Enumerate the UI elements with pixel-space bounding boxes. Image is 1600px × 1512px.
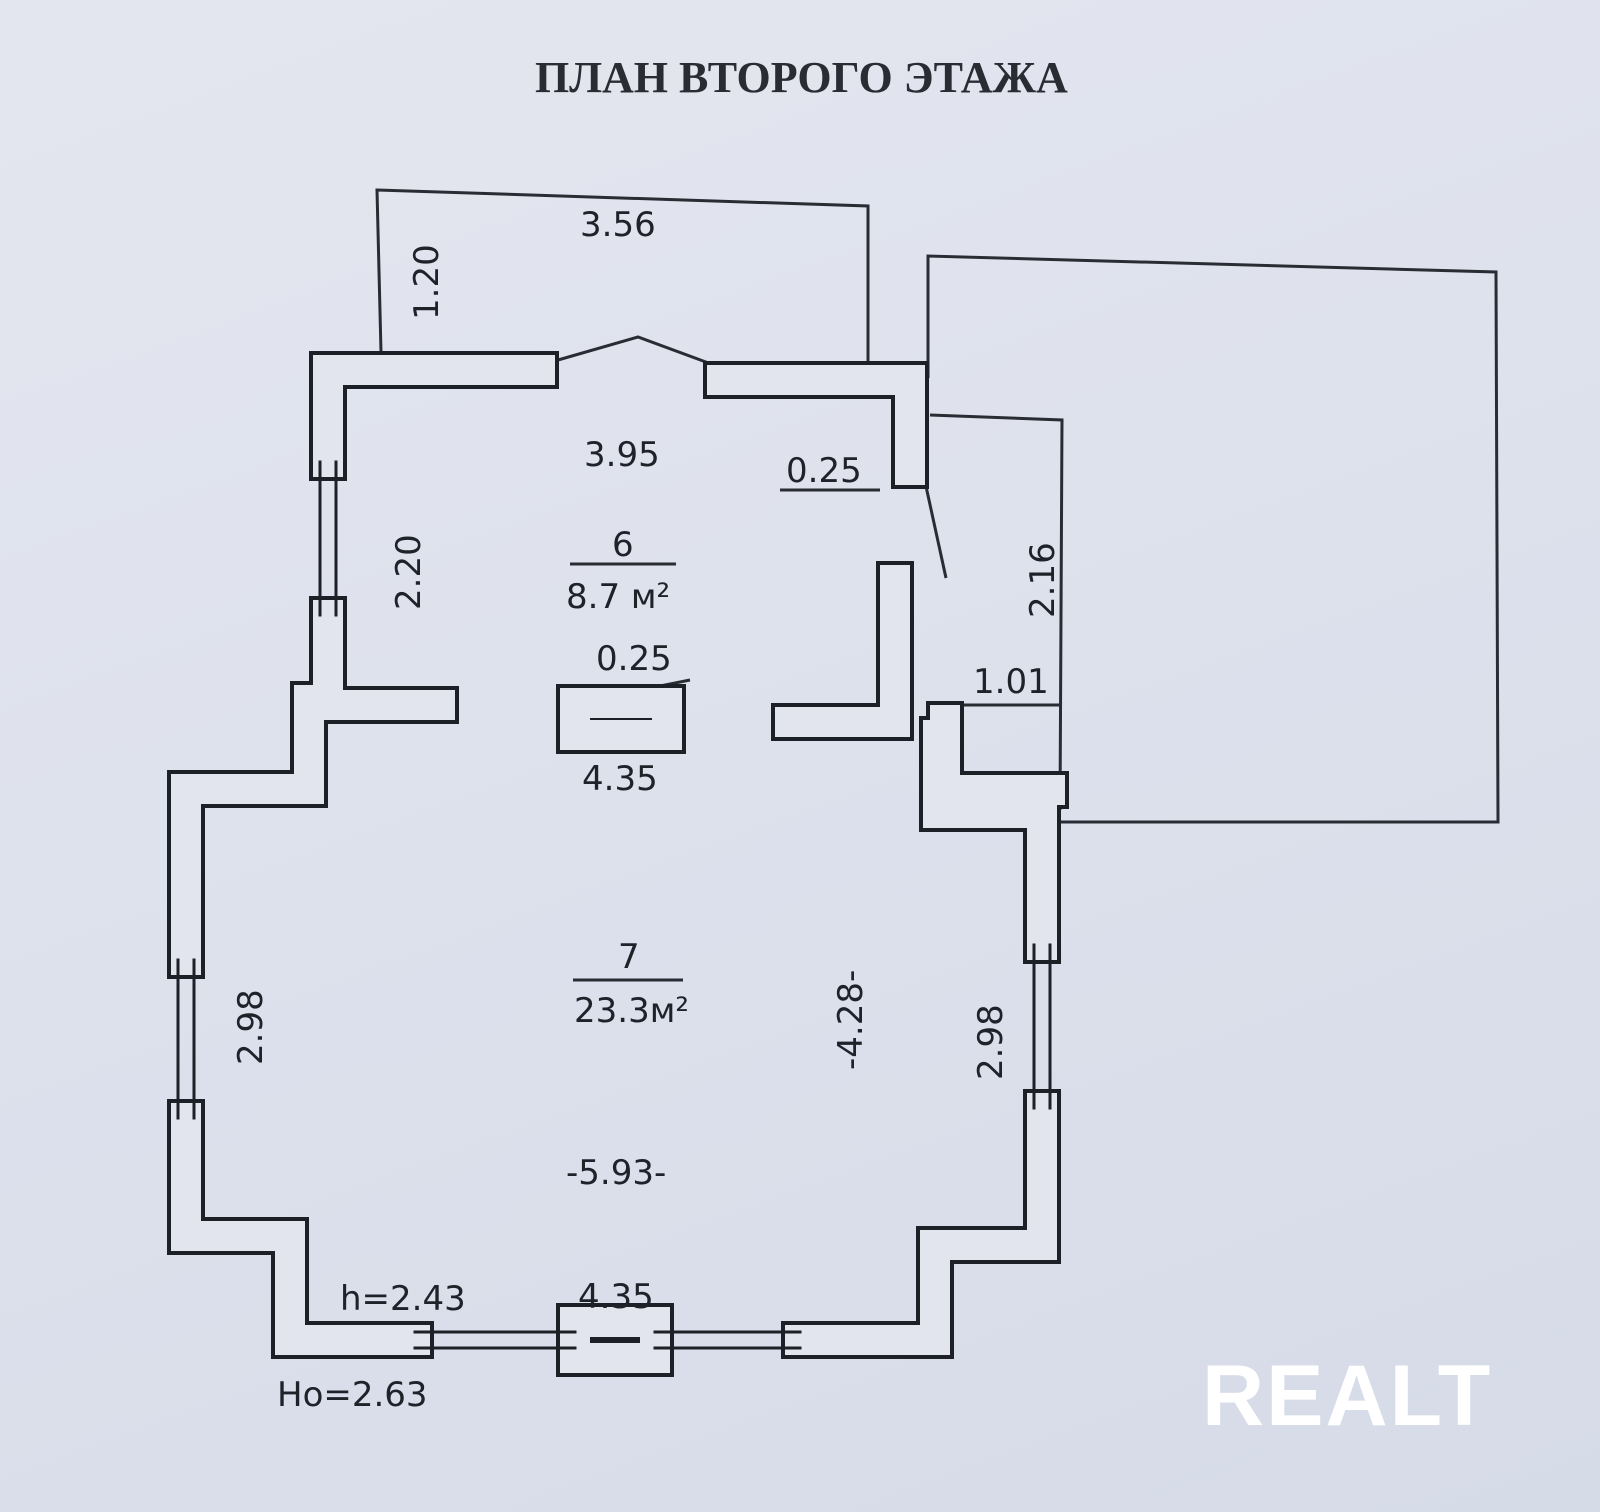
ceiling-height: h=2.43 [340,1279,466,1319]
dim-room6-height: 2.20 [389,534,429,610]
side-room-outline [929,413,1064,811]
dim-balcony-width: 3.56 [580,205,656,245]
realt-watermark: REALT [1202,1348,1492,1444]
dim-opening-width: 4.35 [582,759,658,799]
floor-height: Ho=2.63 [277,1375,428,1415]
dim-wall-thickness: 0.25 [786,451,862,491]
dim-room7-width: -5.93- [566,1153,666,1193]
walls [167,351,1069,1377]
room7-number: 7 [618,937,640,977]
dim-side-room-height: 2.16 [1023,542,1063,618]
dim-room6-width: 3.95 [584,435,660,475]
balcony-door-swing [557,335,715,367]
adjacent-structure-outline [926,254,1500,824]
room6-area: 8.7 м² [566,577,670,617]
outline-lines [375,188,1500,982]
dim-bottom-width: 4.35 [578,1277,654,1317]
dim-right-wall: 2.98 [971,1004,1011,1080]
dim-left-wall: 2.98 [231,989,271,1065]
room6-number: 6 [612,525,634,565]
balcony-outline [375,188,870,362]
dim-room7-depth: -4.28- [831,970,871,1070]
room7-area: 23.3м² [574,991,689,1031]
dim-closet-width: 1.01 [973,662,1049,702]
plan-title: ПЛАН ВТОРОГО ЭТАЖА [535,53,1068,102]
dim-column: 0.25 [596,639,672,679]
dim-balcony-depth: 1.20 [407,244,447,320]
